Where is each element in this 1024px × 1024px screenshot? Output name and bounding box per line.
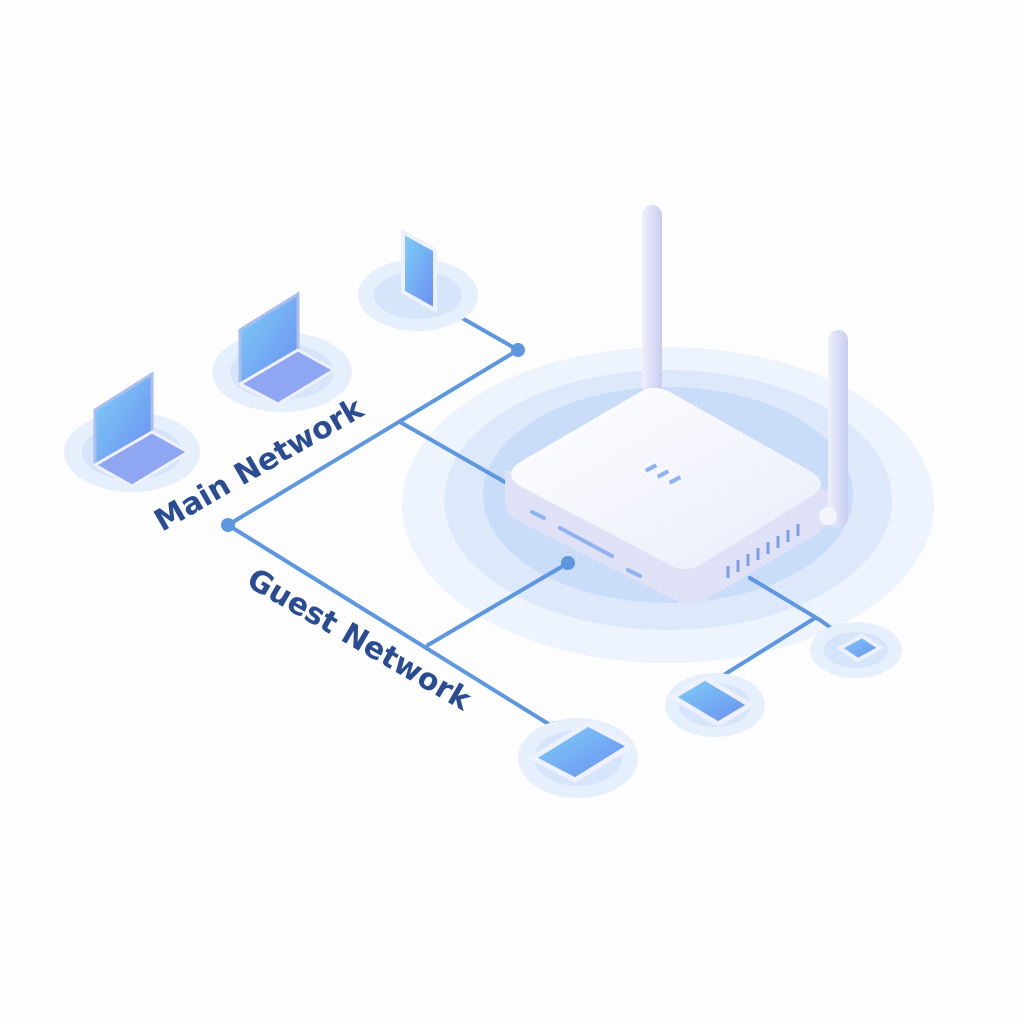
guest-network-line	[226, 523, 557, 730]
tablet-icon	[665, 673, 765, 737]
junction-dot	[221, 518, 235, 532]
laptop-icon	[212, 291, 352, 412]
junction-dot	[511, 343, 525, 357]
main-router-link	[398, 420, 512, 487]
router-icon	[505, 205, 848, 604]
tablet-icon	[518, 718, 638, 798]
antenna	[642, 205, 662, 395]
laptop-icon	[64, 371, 200, 492]
antenna	[828, 330, 848, 528]
smartphone-icon	[810, 622, 902, 678]
smartphone-icon	[358, 228, 478, 331]
guest-router-link	[426, 561, 570, 647]
junction-dot	[561, 556, 575, 570]
router-tablet-line	[720, 616, 817, 678]
